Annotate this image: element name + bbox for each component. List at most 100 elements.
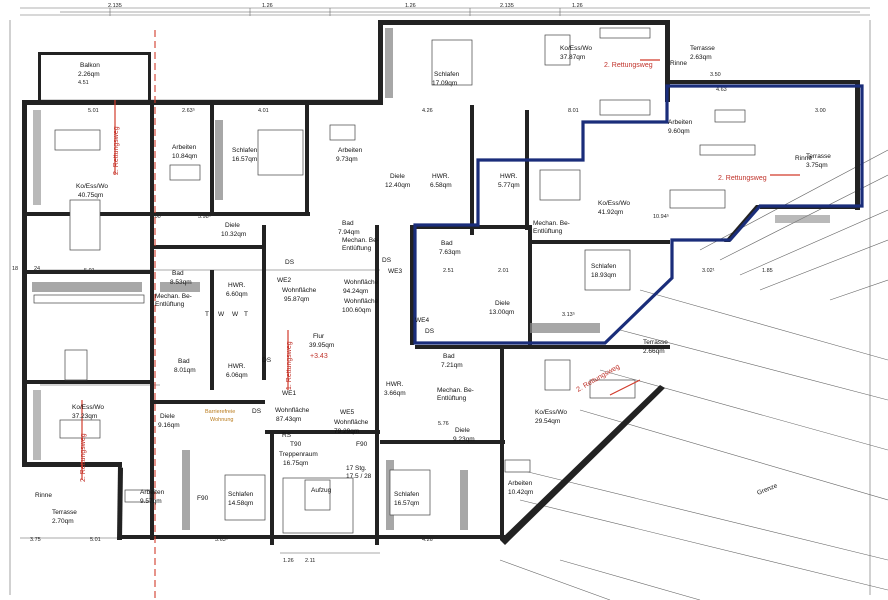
dim-426: 4.26	[422, 108, 433, 114]
dim-201: 2.01	[498, 268, 509, 274]
highlighted-unit-outline[interactable]	[413, 84, 864, 345]
room-bad-1-name: Bad	[342, 220, 354, 227]
room-hwr-5-name: HWR.	[386, 381, 404, 388]
room-hwr-5-area: 3.66qm	[384, 390, 406, 397]
dim-350: 3.50	[710, 72, 721, 78]
room-terrasse-bl-area: 2.70qm	[52, 518, 74, 525]
room-terrasse-right-name: Terrasse	[806, 153, 831, 160]
w-label-2: W	[232, 311, 239, 318]
room-hwr-3-area: 6.60qm	[226, 291, 248, 298]
dim-576: 5.76	[438, 421, 449, 427]
room-flur-area: 39.95qm	[309, 342, 334, 349]
we3-wf-area: 94.24qm	[343, 288, 368, 295]
room-hwr-1-name: HWR.	[432, 173, 450, 180]
mechan-label-4a: Mechan. Be-	[437, 387, 474, 394]
room-diele-5-name: Diele	[455, 427, 470, 434]
room-hwr-4-name: HWR.	[228, 363, 246, 370]
room-terrasse-top-name: Terrasse	[690, 45, 715, 52]
dim-top-5: 1.26	[572, 3, 583, 9]
room-bad-4-area: 8.01qm	[174, 367, 196, 374]
site-lines	[9, 7, 888, 600]
we5-wf-label: Wohnfläche	[334, 419, 369, 426]
mechan-label-2a: Mechan. Be-	[342, 237, 379, 244]
room-bad-5-area: 7.21qm	[441, 362, 463, 369]
room-hwr-2-name: HWR.	[500, 173, 518, 180]
room-arbeiten-5-name: Arbeiten	[508, 480, 533, 487]
t-label-1: T	[205, 311, 209, 318]
room-balkon-area: 2.26qm	[78, 71, 100, 78]
room-arbeiten-3-name: Arbeiten	[668, 119, 693, 126]
level-label: +3.43	[310, 353, 328, 360]
we4-wf-area: 100.60qm	[342, 307, 371, 314]
room-diele-2-name: Diele	[390, 173, 405, 180]
stairs-dim-label: 17.5 / 28	[346, 473, 372, 480]
room-diele-1-area: 10.32qm	[221, 231, 246, 238]
room-bad-2-name: Bad	[172, 270, 184, 277]
room-arbeiten-4-name: Arbeiten	[140, 489, 165, 496]
room-diele-2-area: 12.40qm	[385, 182, 410, 189]
mechan-label-4b: Entlüftung	[437, 395, 467, 402]
room-kow-left-name: Ko/Ess/Wo	[76, 183, 108, 190]
room-bad-2-area: 8.53qm	[170, 279, 192, 286]
dim-501: 5.01	[88, 108, 99, 114]
dim-375: 3.75	[30, 537, 41, 543]
room-terrasse-bl-name: Terrasse	[52, 509, 77, 516]
barrierefrei-label-1: Barrierefreie	[205, 409, 235, 415]
we5-wf-area: 79.29qm	[334, 428, 359, 435]
mechan-label-3a: Mechan. Be-	[155, 293, 192, 300]
room-arbeiten-3-area: 9.60qm	[668, 128, 690, 135]
dim-363: 3.63⁵	[215, 536, 228, 543]
rettungsweg-left-top: 2. Rettungsweg	[113, 126, 120, 175]
dim-300: 3.00	[815, 108, 826, 114]
dimension-lines	[20, 8, 860, 554]
room-schlafen-2-area: 17.09qm	[432, 80, 457, 87]
dim-top-4: 2.135	[500, 3, 514, 9]
room-bad-5-name: Bad	[443, 353, 455, 360]
room-hwr-4-area: 6.06qm	[226, 372, 248, 379]
room-terrasse-mid-name: Terrasse	[643, 339, 668, 346]
dim-18: 18	[12, 266, 18, 272]
we3-wf-label: Wohnfläche	[344, 279, 379, 286]
ds-label-5: DS	[252, 408, 262, 415]
we5-label: WE5	[340, 409, 354, 416]
room-arbeiten-2-name: Arbeiten	[338, 147, 363, 154]
room-treppenraum-area: 16.75qm	[283, 460, 308, 467]
dim-211: 2.11	[305, 558, 315, 564]
we4-label: WE4	[415, 317, 429, 324]
ds-label-1: DS	[285, 259, 295, 266]
f90-label-2: F90	[197, 495, 209, 502]
room-schlafen-1-name: Schlafen	[232, 147, 258, 154]
room-arbeiten-4-area: 9.57qm	[140, 498, 162, 505]
dim-801: 8.01	[568, 108, 579, 114]
room-kow-lower-left-area: 37.23qm	[72, 413, 97, 420]
barrierefrei-label-2: Wohnung	[210, 417, 233, 423]
rettungsweg-left-bottom: 2. Rettungsweg	[80, 433, 87, 482]
dim-251: 2.51	[443, 268, 454, 274]
room-hwr-1-area: 6.58qm	[430, 182, 452, 189]
room-kow-lower-right-name: Ko/Ess/Wo	[535, 409, 567, 416]
dim-top-1: 2.135	[108, 3, 122, 9]
room-treppenraum-name: Treppenraum	[279, 451, 318, 458]
rettungsweg-right: 2. Rettungsweg	[718, 175, 767, 182]
walls	[22, 20, 860, 545]
room-bad-1-area: 7.94qm	[338, 229, 360, 236]
dim-balkon: 4.51	[78, 80, 89, 86]
rinne-label-3: Rinne	[795, 155, 812, 162]
we4-wf-label: Wohnfläche	[344, 298, 379, 305]
we2-wf-area: 95.87qm	[284, 296, 309, 303]
room-arbeiten-1-area: 10.84qm	[172, 153, 197, 160]
room-kow-lower-left-name: Ko/Ess/Wo	[72, 404, 104, 411]
room-schlafen-3-name: Schlafen	[591, 263, 617, 270]
mechan-label-3b: Entlüftung	[155, 301, 185, 308]
unit-labels: WE1 Wohnfläche 87.43qm WE2 Wohnfläche 95…	[275, 268, 429, 435]
room-terrasse-right-area: 3.75qm	[806, 162, 828, 169]
we1-wf-area: 87.43qm	[276, 416, 301, 423]
room-diele-4-area: 9.16qm	[158, 422, 180, 429]
stairs-label: 17 Stg.	[346, 465, 367, 472]
room-bad-3-name: Bad	[441, 240, 453, 247]
mechan-label-1a: Mechan. Be-	[533, 220, 570, 227]
dim-1094: 10.94⁵	[653, 213, 669, 220]
mechan-label-1b: Entlüftung	[533, 228, 563, 235]
w-label-1: W	[218, 311, 225, 318]
rs-label: RS	[282, 432, 292, 439]
